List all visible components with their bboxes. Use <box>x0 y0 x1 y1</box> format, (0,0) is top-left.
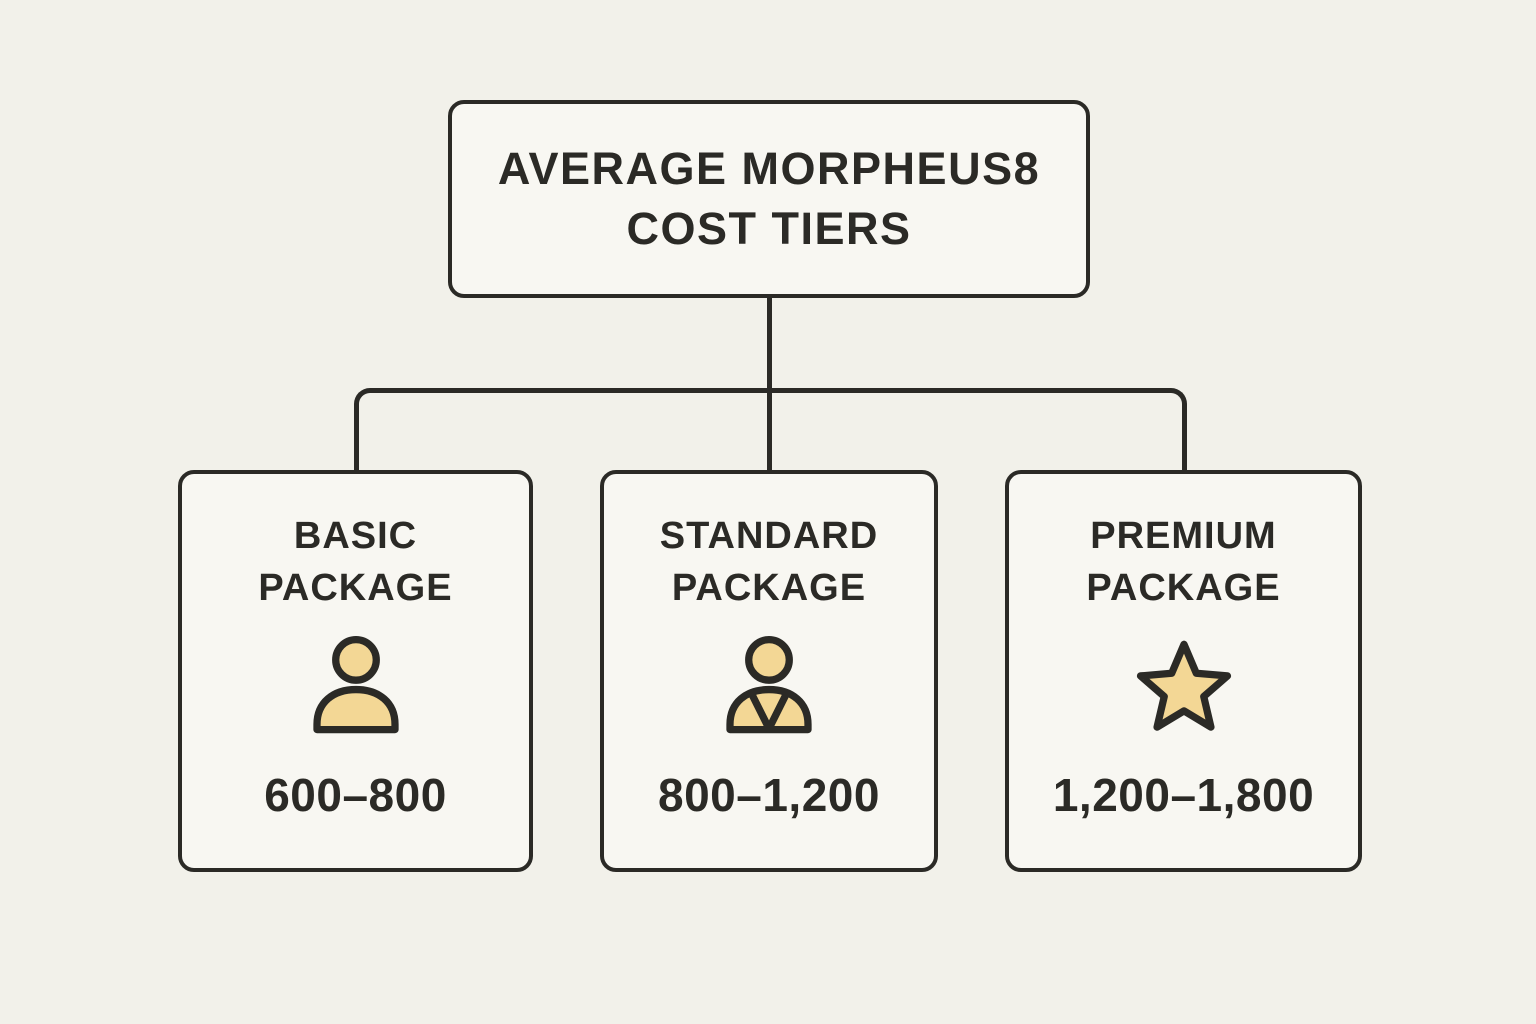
person-collar-icon <box>717 636 821 740</box>
tier-label-standard: STANDARD PACKAGE <box>660 510 878 614</box>
star-icon <box>1132 636 1236 740</box>
tier-range-standard: 800–1,200 <box>658 769 880 821</box>
tier-card-standard: STANDARD PACKAGE 800–1,200 <box>600 470 938 872</box>
diagram-title-line-2: COST TIERS <box>626 203 912 254</box>
tier-label-standard-line-1: STANDARD <box>659 515 879 557</box>
tier-label-premium: PREMIUM PACKAGE <box>1086 510 1280 614</box>
diagram-title-line-1: AVERAGE MORPHEUS8 <box>497 143 1041 194</box>
tier-label-basic: BASIC PACKAGE <box>258 510 452 614</box>
tier-label-basic-line-1: BASIC <box>293 515 418 557</box>
tier-range-premium: 1,200–1,800 <box>1052 769 1315 821</box>
tier-label-basic-line-2: PACKAGE <box>258 567 453 609</box>
tier-card-premium: PREMIUM PACKAGE 1,200–1,800 <box>1005 470 1362 872</box>
tier-label-standard-line-2: PACKAGE <box>671 567 867 609</box>
diagram-title-box: AVERAGE MORPHEUS8 COST TIERS <box>448 100 1090 298</box>
connector-bracket-line <box>353 388 1187 472</box>
person-icon <box>304 636 408 740</box>
connector-stem-line <box>766 298 772 470</box>
tier-label-premium-line-1: PREMIUM <box>1090 515 1277 557</box>
tier-label-premium-line-2: PACKAGE <box>1086 567 1281 609</box>
tier-range-basic: 600–800 <box>264 769 447 821</box>
tier-card-basic: BASIC PACKAGE 600–800 <box>178 470 533 872</box>
